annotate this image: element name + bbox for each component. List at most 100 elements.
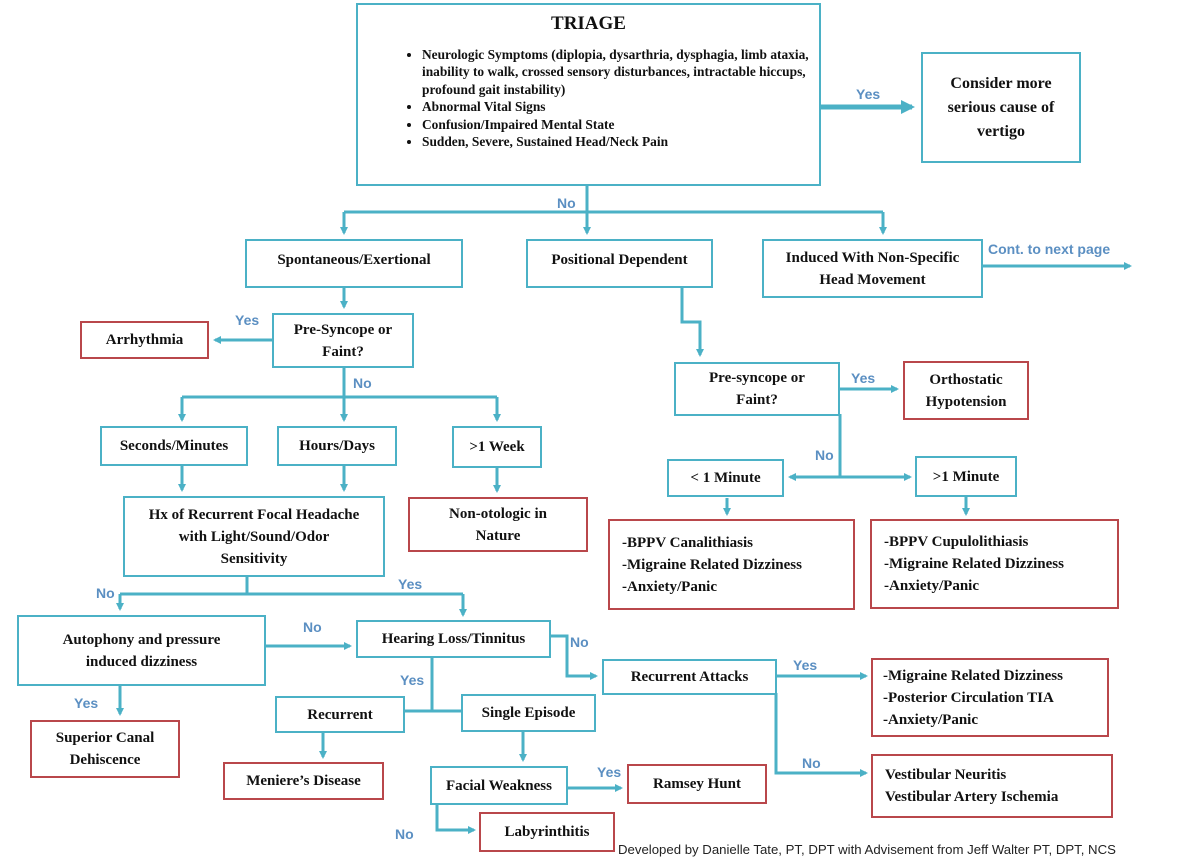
label-yes-facial: Yes [597, 764, 622, 780]
node-autophony-pressure: Autophony and pressure induced dizziness [17, 615, 266, 686]
node-induced-line: Induced With Non-Specific [785, 249, 960, 266]
node-migraine-tia: -Migraine Related Dizziness -Posterior C… [871, 658, 1109, 737]
node-over-1-week: >1 Week [452, 426, 542, 468]
node-serious-cause: Consider more serious cause of vertigo [921, 52, 1081, 163]
label-no-facial: No [395, 826, 414, 842]
node-neuritis-line: Vestibular Artery Ischemia [885, 789, 1059, 805]
node-seconds-line: Seconds/Minutes [119, 438, 229, 454]
label-no-triage: No [557, 195, 576, 211]
triage-item-vitals: Abnormal Vital Signs [422, 98, 819, 115]
label-no-presyncope2: No [815, 447, 834, 463]
node-presyncope-faint: Pre-Syncope or Faint? [272, 313, 414, 368]
credit-footer: Developed by Danielle Tate, PT, DPT with… [618, 842, 1116, 857]
node-hours-line: Hours/Days [299, 438, 375, 454]
label-yes-hx: Yes [398, 576, 423, 592]
node-single-episode: Single Episode [461, 694, 596, 732]
node-hearing-loss-tinnitus: Hearing Loss/Tinnitus [356, 620, 551, 658]
node-meniere-line: Meniere’s Disease [246, 773, 361, 789]
node-migraine-tia-line: -Migraine Related Dizziness [883, 667, 1063, 684]
triage-box: TRIAGE Neurologic Symptoms (diplopia, dy… [356, 3, 821, 186]
node-arrhythmia-line: Arrhythmia [105, 332, 184, 348]
node-under-1-minute: < 1 Minute [667, 459, 784, 497]
node-presyncope-line: Faint? [322, 343, 364, 360]
node-week-line: >1 Week [469, 439, 525, 455]
node-superior-canal-dehiscence: Superior Canal Dehiscence [30, 720, 180, 778]
node-hx-line: Sensitivity [220, 550, 288, 567]
connector-hearing-episodes [405, 658, 461, 713]
node-over-1-minute: >1 Minute [915, 456, 1017, 497]
node-spontaneous-exertional: Spontaneous/Exertional [245, 239, 463, 288]
label-no-hearing: No [570, 634, 589, 650]
label-no-hx: No [96, 585, 115, 601]
label-yes-serious: Yes [856, 86, 881, 102]
node-orthostatic-line: Orthostatic [929, 371, 1003, 388]
node-migraine-tia-line: -Anxiety/Panic [883, 711, 978, 728]
connector-attacks-neuritis [774, 693, 868, 777]
node-gt1min-line: >1 Minute [932, 468, 1000, 485]
node-induced-head-movement: Induced With Non-Specific Head Movement [762, 239, 983, 298]
node-migraine-tia-line: -Posterior Circulation TIA [883, 689, 1054, 706]
node-presyncope2-line: Pre-syncope or [709, 370, 805, 386]
triage-criteria-list: Neurologic Symptoms (diplopia, dysarthri… [358, 46, 819, 150]
node-presyncope2-line: Faint? [736, 392, 778, 408]
node-bppv-cupulo-line: -Migraine Related Dizziness [884, 556, 1064, 572]
node-superior-line: Dehiscence [69, 752, 141, 768]
label-cont-next-page: Cont. to next page [988, 241, 1111, 257]
node-hearing-line: Hearing Loss/Tinnitus [381, 631, 526, 647]
label-yes-orthostatic: Yes [851, 370, 876, 386]
node-superior-line: Superior Canal [55, 730, 155, 746]
connector-hx-branches [120, 577, 463, 596]
node-hours-days: Hours/Days [277, 426, 397, 466]
node-facial-weakness: Facial Weakness [430, 766, 568, 805]
node-vestibular-neuritis: Vestibular Neuritis Vestibular Artery Is… [871, 754, 1113, 818]
label-yes-hearing: Yes [400, 672, 425, 688]
node-facial-line: Facial Weakness [446, 777, 552, 794]
node-serious-cause-line: vertigo [977, 122, 1025, 140]
triage-item-neurologic: Neurologic Symptoms (diplopia, dysarthri… [422, 46, 819, 98]
node-recurrent-attacks: Recurrent Attacks [602, 659, 777, 695]
node-hx-line: with Light/Sound/Odor [178, 528, 330, 545]
node-positional-line: Positional Dependent [551, 252, 688, 268]
node-serious-cause-line: Consider more [950, 74, 1052, 92]
node-bppv-cupulo-line: -BPPV Cupulolithiasis [884, 534, 1029, 550]
label-no-presyncope: No [353, 375, 372, 391]
node-ramsey-line: Ramsey Hunt [653, 776, 741, 792]
label-yes-superior: Yes [74, 695, 99, 711]
node-nonotologic-line: Nature [475, 527, 521, 544]
node-autophony-line: Autophony and pressure [62, 631, 221, 648]
node-menieres-disease: Meniere’s Disease [223, 762, 384, 800]
node-orthostatic-hypotension: Orthostatic Hypotension [903, 361, 1029, 420]
node-orthostatic-line: Hypotension [925, 393, 1007, 410]
label-no-recurrent-attacks: No [802, 755, 821, 771]
node-bppv-cupulolithiasis: -BPPV Cupulolithiasis -Migraine Related … [870, 519, 1119, 609]
node-recurrent-attacks-line: Recurrent Attacks [630, 669, 749, 685]
connector-hearing-attacks [551, 634, 598, 680]
node-presyncope-line: Pre-Syncope or [293, 321, 393, 338]
connector-positional-presyncope2 [680, 287, 704, 357]
node-bppv-canal-line: -Migraine Related Dizziness [622, 556, 802, 573]
node-bppv-canal-line: -Anxiety/Panic [622, 578, 717, 595]
node-neuritis-line: Vestibular Neuritis [885, 767, 1007, 783]
node-hx-headache: Hx of Recurrent Focal Headache with Ligh… [123, 496, 385, 577]
node-labyrinthitis: Labyrinthitis [479, 812, 615, 852]
node-spontaneous-line: Spontaneous/Exertional [277, 252, 431, 268]
node-bppv-canal-line: -BPPV Canalithiasis [622, 534, 753, 551]
node-nonotologic-line: Non-otologic in [449, 505, 547, 522]
label-yes-arrhythmia: Yes [235, 312, 260, 328]
node-seconds-minutes: Seconds/Minutes [100, 426, 248, 466]
node-hx-line: Hx of Recurrent Focal Headache [148, 506, 360, 523]
node-serious-cause-line: serious cause of [947, 98, 1055, 116]
triage-item-pain: Sudden, Severe, Sustained Head/Neck Pain [422, 133, 819, 150]
label-no-autophony: No [303, 619, 322, 635]
node-autophony-line: induced dizziness [85, 653, 198, 670]
node-single-line: Single Episode [481, 705, 576, 721]
node-recurrent: Recurrent [275, 696, 405, 733]
node-non-otologic: Non-otologic in Nature [408, 497, 588, 552]
node-arrhythmia: Arrhythmia [80, 321, 209, 359]
connector-triage-branches [344, 185, 883, 214]
label-yes-recurrent-attacks: Yes [793, 657, 818, 673]
node-positional-dependent: Positional Dependent [526, 239, 713, 288]
node-ramsey-hunt: Ramsey Hunt [627, 764, 767, 804]
connector-presyncope-durations [182, 368, 497, 399]
